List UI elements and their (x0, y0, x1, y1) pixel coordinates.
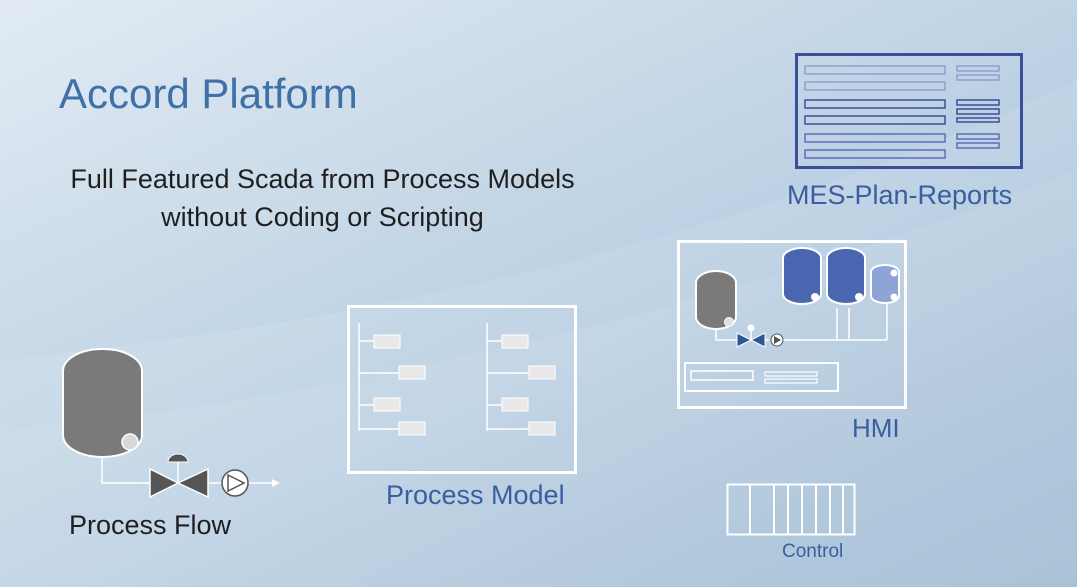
subtitle: Full Featured Scada from Process Models … (0, 160, 645, 236)
hmi-blue-tank-2 (826, 247, 866, 305)
hmi-blue-tank-1 (782, 247, 822, 305)
control-label: Control (782, 541, 844, 562)
process-flow-icon (62, 348, 280, 499)
process-model-tree-icon (347, 305, 577, 474)
valve-icon (149, 453, 209, 499)
hmi-label: HMI (852, 413, 900, 443)
process-model-label: Process Model (386, 480, 565, 510)
page-title: Accord Platform (59, 70, 358, 117)
mes-report-icon (795, 53, 1023, 169)
control-rack-icon (726, 483, 856, 536)
mes-label: MES-Plan-Reports (787, 180, 1013, 210)
process-flow-label: Process Flow (69, 510, 232, 540)
hmi-screen-icon (677, 240, 907, 409)
pump-icon (221, 469, 249, 497)
subtitle-line-2: without Coding or Scripting (161, 202, 484, 232)
subtitle-line-1: Full Featured Scada from Process Models (70, 164, 575, 194)
